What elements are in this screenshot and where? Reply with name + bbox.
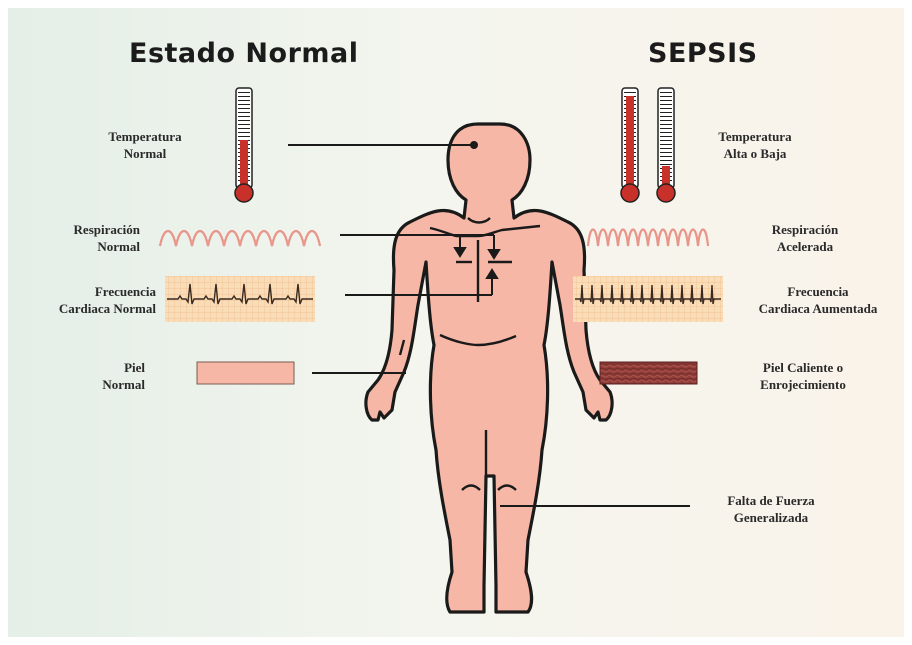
respiration-wave-accelerated	[588, 230, 708, 247]
skin-swatch-normal	[197, 362, 294, 384]
label-normal-respiration: Respiración Normal	[30, 221, 140, 255]
label-sepsis-weakness-line2: Generalizada	[706, 509, 836, 526]
label-sepsis-respiration-line2: Acelerada	[750, 238, 860, 255]
label-sepsis-temperature-line1: Temperatura	[700, 128, 810, 145]
label-sepsis-heart-rate: Frecuencia Cardiaca Aumentada	[738, 283, 898, 317]
title-sepsis: SEPSIS	[648, 38, 758, 69]
label-normal-temperature-line2: Normal	[95, 145, 195, 162]
label-normal-respiration-line2: Normal	[30, 238, 140, 255]
label-normal-heart-rate-line2: Cardiaca Normal	[20, 300, 156, 317]
ecg-strip-normal	[165, 276, 315, 322]
label-sepsis-weakness: Falta de Fuerza Generalizada	[706, 492, 836, 526]
label-sepsis-respiration-line1: Respiración	[750, 221, 860, 238]
label-sepsis-heart-rate-line2: Cardiaca Aumentada	[738, 300, 898, 317]
respiration-wave-normal	[160, 231, 320, 246]
label-sepsis-skin: Piel Caliente o Enrojecimiento	[738, 359, 868, 393]
label-sepsis-skin-line2: Enrojecimiento	[738, 376, 868, 393]
label-sepsis-weakness-line1: Falta de Fuerza	[706, 492, 836, 509]
label-normal-skin-line1: Piel	[60, 359, 145, 376]
skin-swatch-inflamed	[600, 362, 697, 384]
label-sepsis-respiration: Respiración Acelerada	[750, 221, 860, 255]
label-normal-temperature-line1: Temperatura	[95, 128, 195, 145]
label-normal-heart-rate: Frecuencia Cardiaca Normal	[20, 283, 156, 317]
label-sepsis-heart-rate-line1: Frecuencia	[738, 283, 898, 300]
label-normal-skin: Piel Normal	[60, 359, 145, 393]
label-normal-heart-rate-line1: Frecuencia	[20, 283, 156, 300]
thermometer-sepsis-low	[657, 88, 675, 202]
human-body-figure	[366, 124, 612, 612]
thermometer-sepsis-high	[621, 88, 639, 202]
thermometer-normal	[235, 88, 253, 202]
label-sepsis-temperature-line2: Alta o Baja	[700, 145, 810, 162]
title-normal-state: Estado Normal	[129, 38, 359, 69]
label-normal-temperature: Temperatura Normal	[95, 128, 195, 162]
ecg-strip-accelerated	[573, 276, 723, 322]
pointer-dot-head	[471, 142, 477, 148]
label-sepsis-skin-line1: Piel Caliente o	[738, 359, 868, 376]
label-normal-skin-line2: Normal	[60, 376, 145, 393]
label-sepsis-temperature: Temperatura Alta o Baja	[700, 128, 810, 162]
human-body-silhouette	[366, 124, 612, 612]
label-normal-respiration-line1: Respiración	[30, 221, 140, 238]
